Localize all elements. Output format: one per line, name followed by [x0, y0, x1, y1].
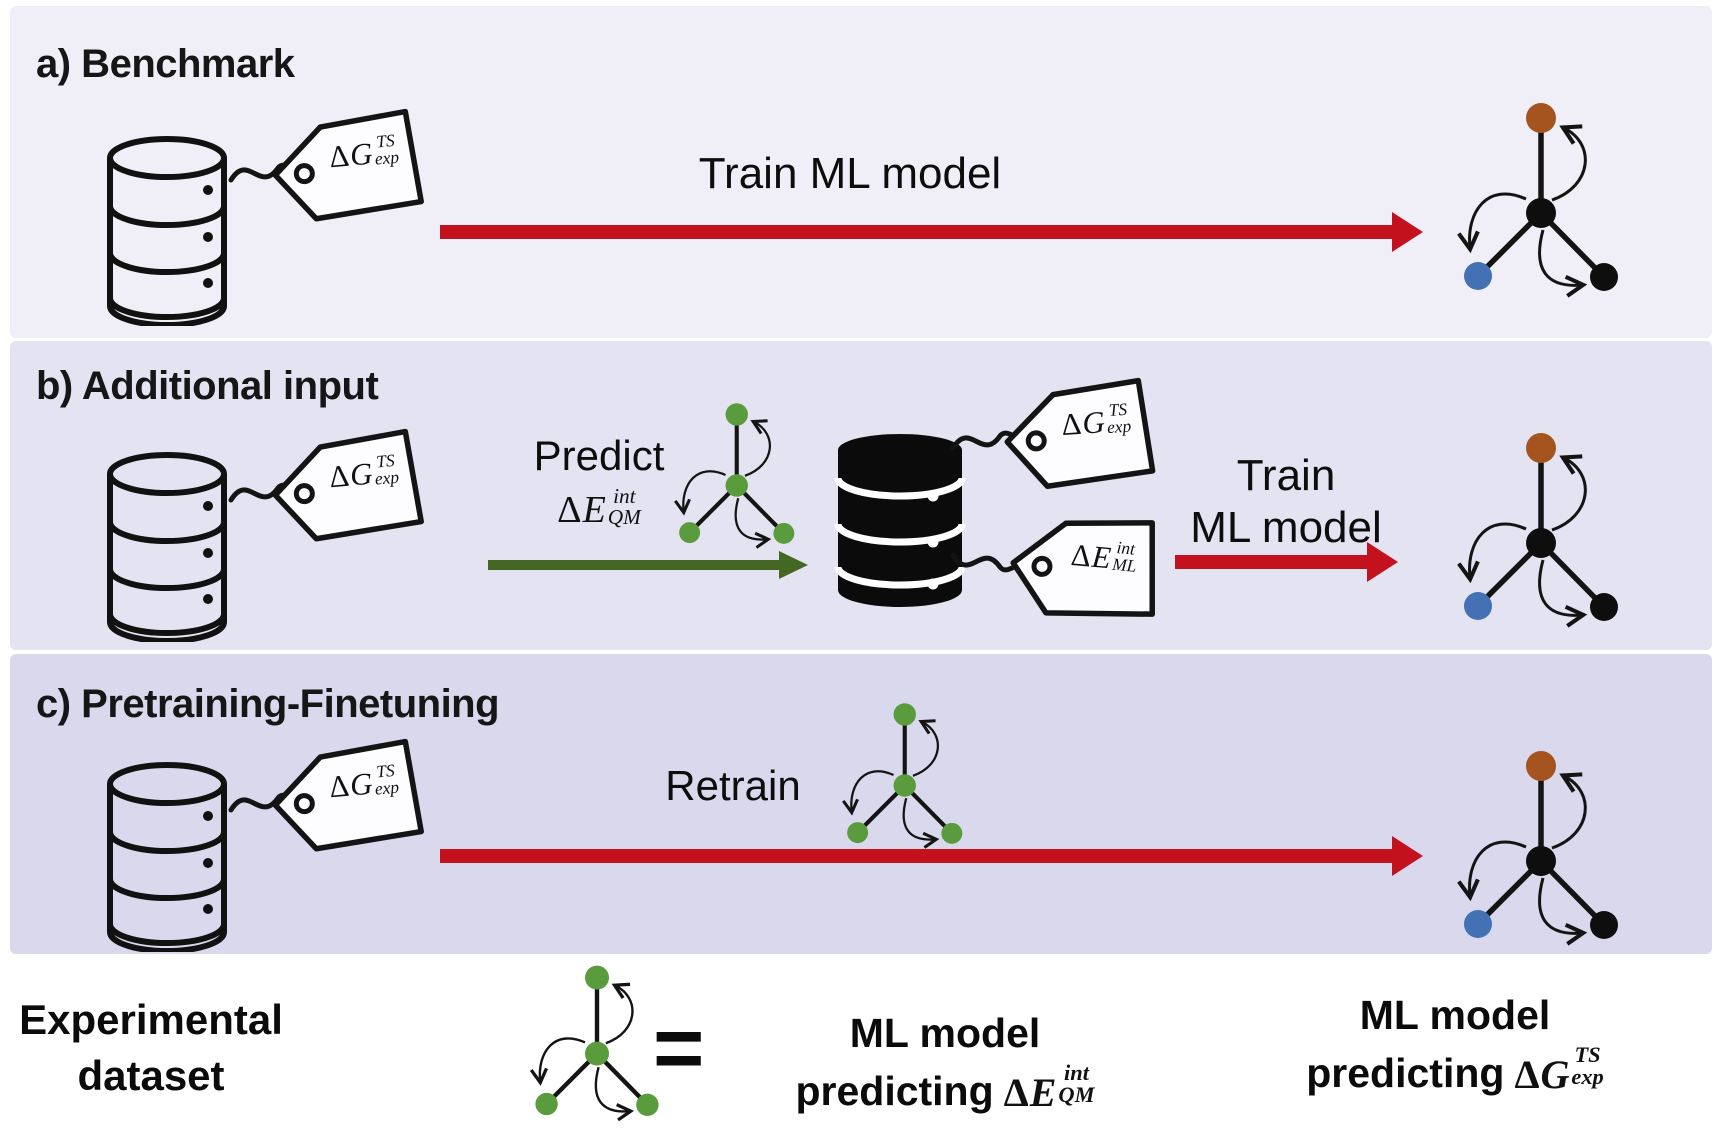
train-arrow: [440, 212, 1423, 252]
train-ml-model-label: Train ML model: [1190, 451, 1382, 552]
experimental-dataset-caption: Experimental dataset: [19, 996, 283, 1099]
predict-arrow: [488, 545, 808, 585]
panel-b-title: b) Additional input: [36, 364, 379, 408]
augmented-database-icon: [833, 432, 967, 614]
equals-sign: =: [653, 998, 705, 1097]
train-arrow: [1175, 542, 1398, 582]
panel-c-title: c) Pretraining-Finetuning: [36, 682, 500, 726]
experimental-dataset-icon: [104, 136, 230, 326]
retrain-arrow: [440, 836, 1423, 876]
qm-model-icon: [513, 960, 673, 1132]
train-ml-model-label: Train ML model: [698, 149, 1002, 198]
retrain-label: Retrain: [665, 762, 801, 809]
predict-label: Predict: [533, 432, 665, 479]
ml-model-icon: [1436, 96, 1636, 326]
panel-a-title: a) Benchmark: [36, 42, 295, 86]
experimental-dataset-icon: [104, 762, 230, 952]
ml-model-icon: [1436, 744, 1636, 974]
ml-model-icon: [1436, 426, 1636, 656]
experimental-dataset-icon: [104, 452, 230, 642]
